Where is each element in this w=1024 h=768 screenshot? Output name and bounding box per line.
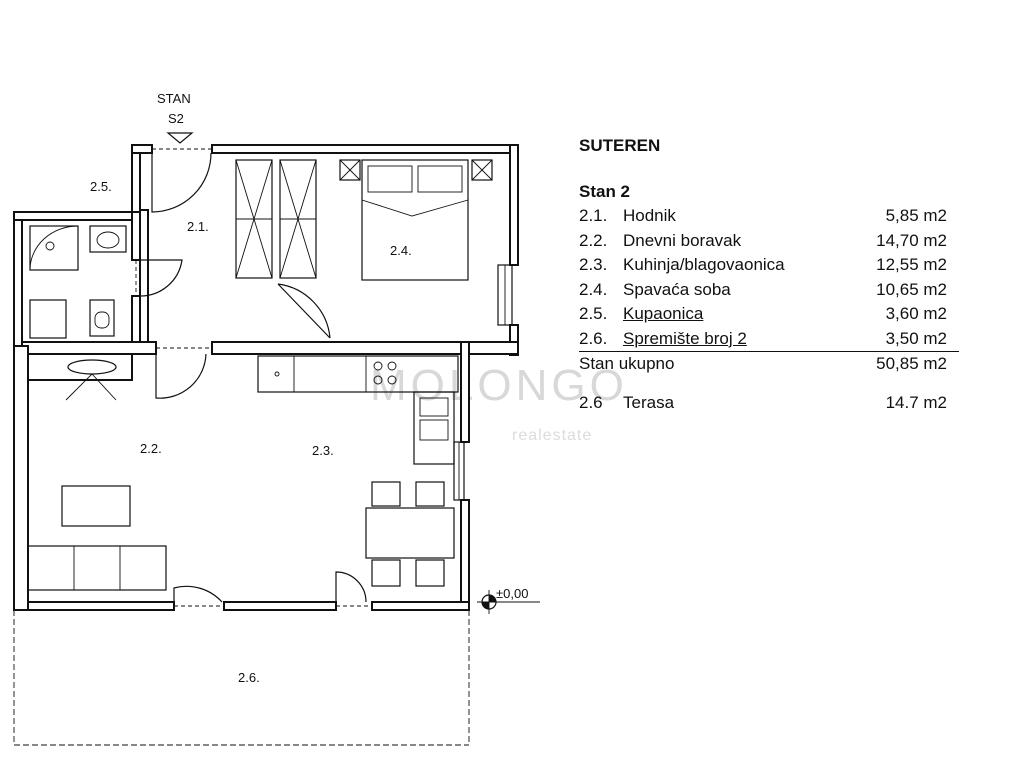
room-label-kuhinja: 2.3. [312, 443, 334, 458]
legend-row: 2.6. Spremište broj 2 3,50 m2 [579, 327, 959, 352]
room-label-spavaca: 2.4. [390, 243, 412, 258]
entry-label-line2: S2 [168, 111, 184, 126]
legend-area: 3,50 m2 [885, 328, 947, 348]
bed [339, 159, 493, 281]
legend-num: 2.5. [579, 304, 608, 324]
windows [453, 264, 513, 501]
bathroom-fixtures [29, 225, 127, 339]
legend-total-area: 50,85 m2 [876, 354, 947, 374]
legend-row: 2.2. Dnevni boravak 14,70 m2 [579, 229, 959, 254]
legend-name: Spremište broj 2 [623, 328, 747, 348]
legend-terrace-row: 2.6 Terasa 14.7 m2 [579, 391, 959, 416]
legend-name: Kuhinja/blagovaonica [623, 255, 785, 275]
room-label-hodnik: 2.1. [187, 219, 209, 234]
legend-area: 12,55 m2 [876, 255, 947, 275]
terrace-outline [13, 610, 470, 746]
doors [135, 148, 372, 607]
legend-area: 14,70 m2 [876, 230, 947, 250]
interior-walls [13, 209, 157, 611]
legend-area: 10,65 m2 [876, 279, 947, 299]
room-label-kupaonica: 2.5. [90, 179, 112, 194]
entry-marker: STAN S2 [157, 91, 194, 144]
entry-label-line1: STAN [157, 91, 191, 106]
legend-name: Kupaonica [623, 304, 704, 324]
legend-name: Dnevni boravak [623, 230, 742, 250]
legend-name: Spavaća soba [623, 279, 731, 299]
legend-num: 2.3. [579, 255, 608, 275]
legend-area: 3,60 m2 [885, 304, 947, 324]
legend-total-name: Stan ukupno [579, 354, 675, 374]
legend-subtitle: Stan 2 [579, 182, 631, 201]
legend-row: 2.5. Kupaonica 3,60 m2 [579, 302, 959, 327]
legend-terrace-area: 14.7 m2 [885, 392, 947, 412]
area-legend: SUTEREN Stan 2 2.1. Hodnik 5,85 m2 2.2. … [579, 136, 959, 415]
legend-num: 2.1. [579, 206, 608, 226]
wardrobe [235, 159, 317, 279]
legend-row: 2.3. Kuhinja/blagovaonica 12,55 m2 [579, 253, 959, 278]
legend-title: SUTEREN [579, 136, 661, 155]
legend-num: 2.4. [579, 279, 608, 299]
room-label-dnevni: 2.2. [140, 441, 162, 456]
legend-num: 2.2. [579, 230, 608, 250]
kitchen [257, 355, 459, 587]
legend-terrace-name: Terasa [623, 392, 675, 412]
living-room-furniture [27, 359, 167, 591]
legend-name: Hodnik [623, 206, 676, 226]
legend-row: 2.1. Hodnik 5,85 m2 [579, 204, 959, 229]
legend-row: 2.4. Spavaća soba 10,65 m2 [579, 278, 959, 303]
legend-terrace-num: 2.6 [579, 392, 603, 412]
watermark-sub: realestate [512, 427, 592, 444]
legend-total-row: Stan ukupno 50,85 m2 [579, 352, 959, 377]
legend-num: 2.6. [579, 328, 608, 348]
elevation-label: ±0,00 [496, 586, 528, 601]
watermark: MOLONGO [370, 361, 628, 410]
legend-area: 5,85 m2 [885, 206, 947, 226]
room-label-terasa: 2.6. [238, 670, 260, 685]
elevation-marker: ±0,00 [477, 586, 540, 614]
